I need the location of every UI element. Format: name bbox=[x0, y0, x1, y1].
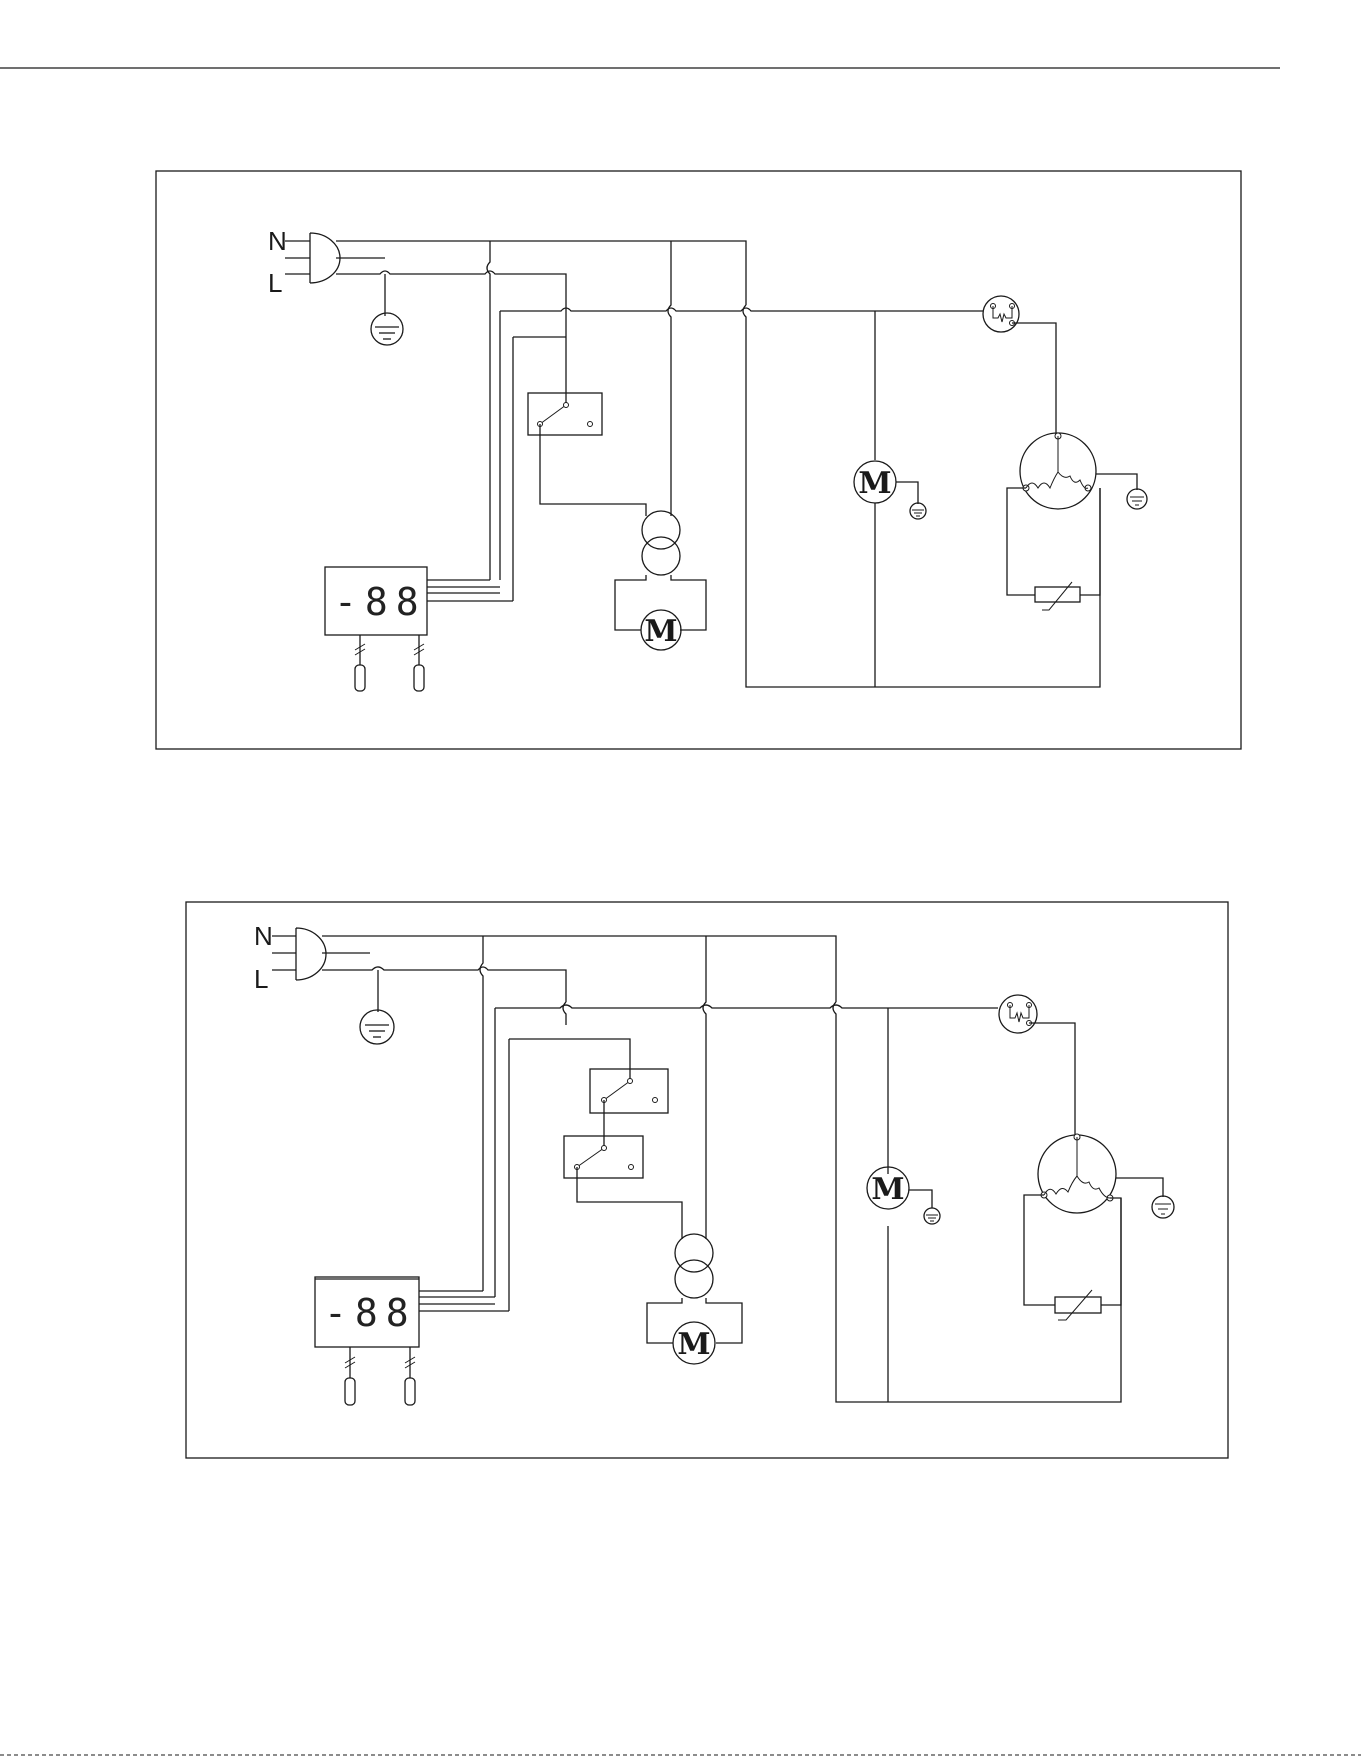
diagram-1-fan-ground-icon bbox=[896, 482, 926, 519]
diagram-2-line-wire bbox=[322, 953, 566, 1002]
diagram-1-power-plug: N L bbox=[268, 226, 340, 298]
diagram-1-compressor bbox=[1020, 433, 1096, 509]
diagram-2-evap-motor-symbol: M bbox=[677, 1327, 710, 1362]
diagram-2-label-n: N bbox=[254, 921, 273, 951]
wiring-diagram-1: N L bbox=[156, 171, 1241, 749]
diagram-2-plug-ground-icon bbox=[360, 970, 394, 1044]
diagram-2-transformer-icon bbox=[675, 1234, 713, 1298]
diagram-1-neutral-wire bbox=[336, 241, 746, 305]
diagram-1-cond-motor-symbol: M bbox=[858, 466, 891, 501]
diagram-1-label-n: N bbox=[268, 226, 287, 256]
diagram-1-plug-ground-icon bbox=[371, 274, 403, 345]
diagram-2-fan-ground-icon bbox=[909, 1190, 940, 1224]
diagram-1-relay bbox=[528, 393, 602, 435]
diagram-2-power-plug: N L bbox=[254, 921, 326, 994]
diagram-2-compressor-ground-icon bbox=[1116, 1178, 1174, 1218]
diagram-2-temperature-controller: -88 bbox=[315, 1277, 419, 1347]
diagram-2-ptc-starter-icon bbox=[1055, 1290, 1101, 1320]
diagram-2-sensor-probes bbox=[345, 1347, 415, 1405]
diagram-2-controller-display: -88 bbox=[324, 1291, 417, 1335]
diagram-1-sensor-probes bbox=[355, 635, 424, 691]
diagram-2-neutral-wire bbox=[322, 936, 836, 1002]
diagram-1-ptc-starter-icon bbox=[1035, 582, 1080, 610]
diagram-2-label-l: L bbox=[254, 964, 268, 994]
diagram-1-condenser-fan-motor: M bbox=[854, 461, 896, 503]
diagram-1-evaporator-fan-motor: M bbox=[641, 610, 681, 650]
diagram-1-controller-display: -88 bbox=[334, 580, 427, 624]
diagram-2-condenser-fan-motor: M bbox=[867, 1167, 909, 1209]
diagram-2-overload-protector-icon bbox=[999, 995, 1037, 1033]
diagram-1-bus-wire bbox=[500, 308, 983, 311]
diagram-2-frame bbox=[186, 902, 1228, 1458]
diagram-2-bus-wire bbox=[495, 1005, 998, 1008]
diagram-2-evaporator-fan-motor: M bbox=[673, 1322, 715, 1364]
diagram-1-line-wire bbox=[336, 258, 566, 405]
diagram-2-compressor bbox=[1038, 1134, 1116, 1213]
diagram-1-label-l: L bbox=[268, 268, 282, 298]
diagram-1-frame bbox=[156, 171, 1241, 749]
diagram-1-temperature-controller: -88 bbox=[325, 567, 427, 635]
diagram-1-transformer-icon bbox=[642, 511, 680, 575]
diagram-2-relay-1 bbox=[590, 1069, 668, 1113]
wiring-diagram-2: N L bbox=[186, 902, 1228, 1458]
diagram-1-overload-protector-icon bbox=[983, 296, 1019, 332]
diagram-1-evap-motor-symbol: M bbox=[644, 614, 677, 649]
diagram-1-compressor-ground-icon bbox=[1096, 474, 1147, 509]
diagram-2-cond-motor-symbol: M bbox=[871, 1172, 904, 1207]
